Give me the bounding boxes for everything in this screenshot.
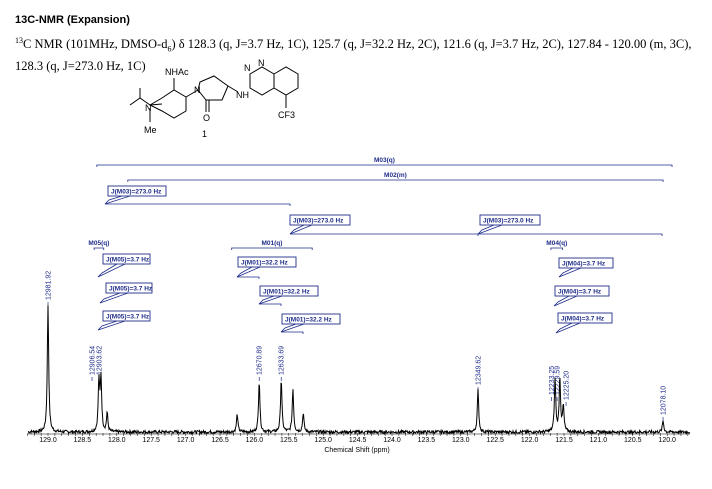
multiplet-m04: M04(q) — [546, 240, 567, 250]
x-tick-label: 128.0 — [108, 437, 126, 444]
page-title: 13C-NMR (Expansion) — [15, 14, 130, 26]
peak-label: 12349.62 — [476, 356, 483, 391]
svg-text:M04(q): M04(q) — [546, 240, 567, 247]
peak-label: 12229.59 — [555, 366, 562, 401]
coupling-annotation: J(M04)=3.7 Hz — [555, 312, 613, 334]
x-tick-label: 124.5 — [349, 437, 367, 444]
x-axis-label: Chemical Shift (ppm) — [324, 447, 389, 454]
peak-label: 12233.25 — [549, 366, 556, 401]
x-tick-label: 123.5 — [418, 437, 436, 444]
coupling-annotation: J(M03)=273.0 Hz — [289, 214, 479, 236]
svg-text:12078.10: 12078.10 — [661, 386, 668, 415]
svg-text:M02(m): M02(m) — [384, 172, 407, 179]
svg-text:12229.59: 12229.59 — [555, 366, 562, 395]
cf3-label: CF3 — [278, 110, 295, 120]
coupling-annotation: J(M01)=32.2 Hz — [236, 256, 297, 279]
x-tick-label: 121.0 — [590, 437, 608, 444]
x-tick-label: 128.5 — [74, 437, 92, 444]
coupling-annotation: J(M01)=32.2 Hz — [258, 285, 319, 306]
nmr-body: ) δ 128.3 (q, J=3.7 Hz, 1C), 125.7 (q, J… — [15, 37, 692, 73]
n-amine-label: N — [145, 103, 152, 113]
svg-text:J(M05)=3.7 Hz: J(M05)=3.7 Hz — [106, 257, 150, 264]
x-tick-label: 125.5 — [280, 437, 298, 444]
svg-text:M01(q): M01(q) — [261, 240, 282, 247]
x-tick-label: 120.5 — [624, 437, 642, 444]
svg-text:J(M05)=3.7 Hz: J(M05)=3.7 Hz — [109, 286, 153, 293]
peak-label: 12225.20 — [564, 371, 571, 406]
svg-text:J(M01)=32.2 Hz: J(M01)=32.2 Hz — [263, 289, 311, 296]
x-tick-label: 124.0 — [383, 437, 401, 444]
multiplet-m05: M05(q) — [88, 240, 109, 250]
svg-text:12981.92: 12981.92 — [46, 271, 53, 300]
svg-text:J(M04)=3.7 Hz: J(M04)=3.7 Hz — [558, 289, 602, 296]
quinazoline-n1-label: N — [244, 63, 251, 73]
svg-text:12233.25: 12233.25 — [549, 366, 556, 395]
svg-text:12906.54: 12906.54 — [90, 346, 97, 375]
multiplet-m03: M03(q) — [96, 157, 673, 167]
coupling-annotation: J(M05)=3.7 Hz — [97, 253, 151, 278]
svg-text:12633.69: 12633.69 — [279, 346, 286, 375]
coupling-annotation: J(M05)=3.7 Hz — [97, 310, 151, 331]
svg-text:12225.20: 12225.20 — [564, 371, 571, 400]
coupling-annotation: J(M03)=273.0 Hz — [477, 214, 663, 236]
spectrum-trace — [27, 305, 691, 436]
x-tick-label: 122.0 — [521, 437, 539, 444]
peak-label: 12903.62 — [96, 346, 103, 381]
svg-text:12349.62: 12349.62 — [476, 356, 483, 385]
coupling-annotation: J(M03)=273.0 Hz — [104, 185, 291, 206]
coupling-annotation: J(M05)=3.7 Hz — [99, 282, 153, 304]
x-tick-label: 123.0 — [452, 437, 470, 444]
peak-label: 12633.69 — [279, 346, 286, 381]
x-tick-label: 121.5 — [555, 437, 573, 444]
annotations: M03(q) M02(m) M05(q) M01(q) M04(q) J(M03)=273… — [88, 157, 673, 334]
coupling-annotation: J(M01)=32.2 Hz — [280, 313, 341, 334]
nhac-label: NHAc — [165, 67, 189, 77]
peak-label: 12981.92 — [46, 271, 53, 306]
svg-text:M03(q): M03(q) — [374, 157, 395, 164]
multiplet-m02: M02(m) — [127, 172, 664, 182]
x-axis: 129.0 128.5 128.0 127.5 127.0 126.5 126.0 125.5… — [27, 433, 690, 444]
svg-text:J(M01)=32.2 Hz: J(M01)=32.2 Hz — [241, 260, 289, 267]
svg-text:M05(q): M05(q) — [88, 240, 109, 247]
coupling-annotation: J(M04)=3.7 Hz — [553, 285, 610, 307]
svg-text:J(M01)=32.2 Hz: J(M01)=32.2 Hz — [285, 317, 333, 324]
x-tick-label: 122.5 — [486, 437, 504, 444]
svg-text:J(M03)=273.0 Hz: J(M03)=273.0 Hz — [483, 218, 534, 225]
nh-label: NH — [236, 90, 249, 100]
svg-text:J(M04)=3.7 Hz: J(M04)=3.7 Hz — [562, 261, 606, 268]
n-ring-label: N — [194, 85, 201, 95]
x-tick-label: 126.5 — [211, 437, 229, 444]
nmr-prefix: C NMR (101MHz, DMSO-d — [23, 37, 168, 52]
x-tick-label: 125.0 — [314, 437, 332, 444]
svg-text:12903.62: 12903.62 — [96, 346, 103, 375]
x-tick-label: 126.0 — [246, 437, 264, 444]
nmr-description: 13C NMR (101MHz, DMSO-d6) δ 128.3 (q, J=… — [15, 32, 705, 75]
me-label: Me — [144, 125, 157, 135]
peak-label: 12906.54 — [90, 346, 97, 381]
svg-text:J(M03)=273.0 Hz: J(M03)=273.0 Hz — [293, 218, 344, 225]
x-tick-label: 127.5 — [142, 437, 160, 444]
svg-text:12670.89: 12670.89 — [257, 346, 264, 375]
compound-number: 1 — [202, 129, 207, 139]
coupling-annotation: J(M04)=3.7 Hz — [558, 257, 614, 278]
quinazoline-n3-label: N — [258, 58, 265, 68]
svg-text:J(M04)=3.7 Hz: J(M04)=3.7 Hz — [561, 316, 605, 323]
svg-text:J(M05)=3.7 Hz: J(M05)=3.7 Hz — [106, 314, 150, 321]
svg-text:J(M03)=273.0 Hz: J(M03)=273.0 Hz — [111, 189, 162, 196]
carbonyl-o-label: O — [203, 113, 210, 123]
isotope-superscript: 13 — [15, 36, 23, 45]
multiplet-m01: M01(q) — [231, 240, 313, 250]
peak-label: 12078.10 — [661, 386, 668, 421]
x-tick-label: 129.0 — [39, 437, 57, 444]
x-tick-label: 120.0 — [658, 437, 676, 444]
solvent-subscript: 6 — [167, 44, 172, 54]
peak-label: 12670.89 — [257, 346, 264, 381]
x-tick-label: 127.0 — [177, 437, 195, 444]
